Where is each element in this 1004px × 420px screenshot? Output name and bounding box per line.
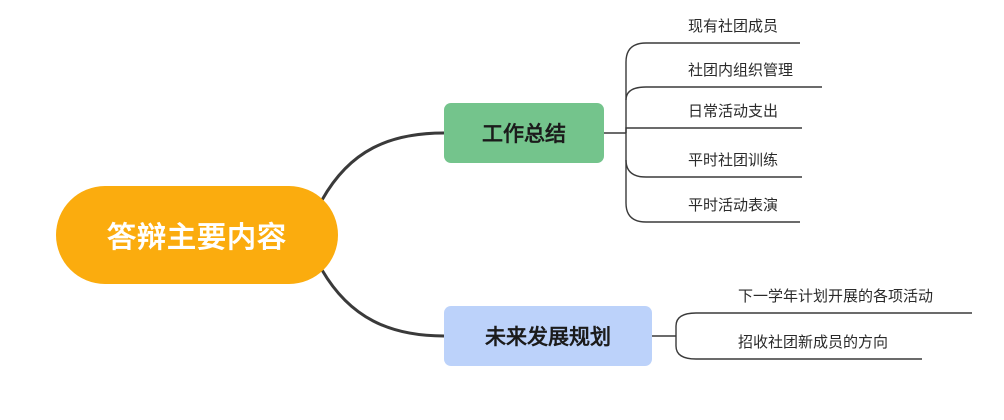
root-node: 答辩主要内容 [56,186,338,284]
leaf-work-4: 平时社团训练 [688,151,779,169]
leaf-work-1: 现有社团成员 [688,17,779,35]
work-leaf-line-2 [625,86,822,101]
leaf-future-1: 下一学年计划开展的各项活动 [738,287,934,305]
leaf-work-3: 日常活动支出 [688,102,779,120]
work-leaf-line-3 [625,127,802,133]
root-to-future-connector [320,269,445,338]
work-bracket-lower [625,133,800,223]
future-bracket [652,312,972,337]
leaf-future-2: 招收社团新成员的方向 [738,333,889,351]
root-to-work-connector [320,131,445,201]
branch-future-plan: 未来发展规划 [444,306,652,366]
leaf-work-5: 平时活动表演 [688,196,779,214]
work-leaf-line-4 [625,159,802,178]
work-bracket [604,42,800,134]
future-bracket-lower [675,336,922,360]
branch-work-summary: 工作总结 [444,103,604,163]
leaf-work-2: 社团内组织管理 [688,61,794,79]
